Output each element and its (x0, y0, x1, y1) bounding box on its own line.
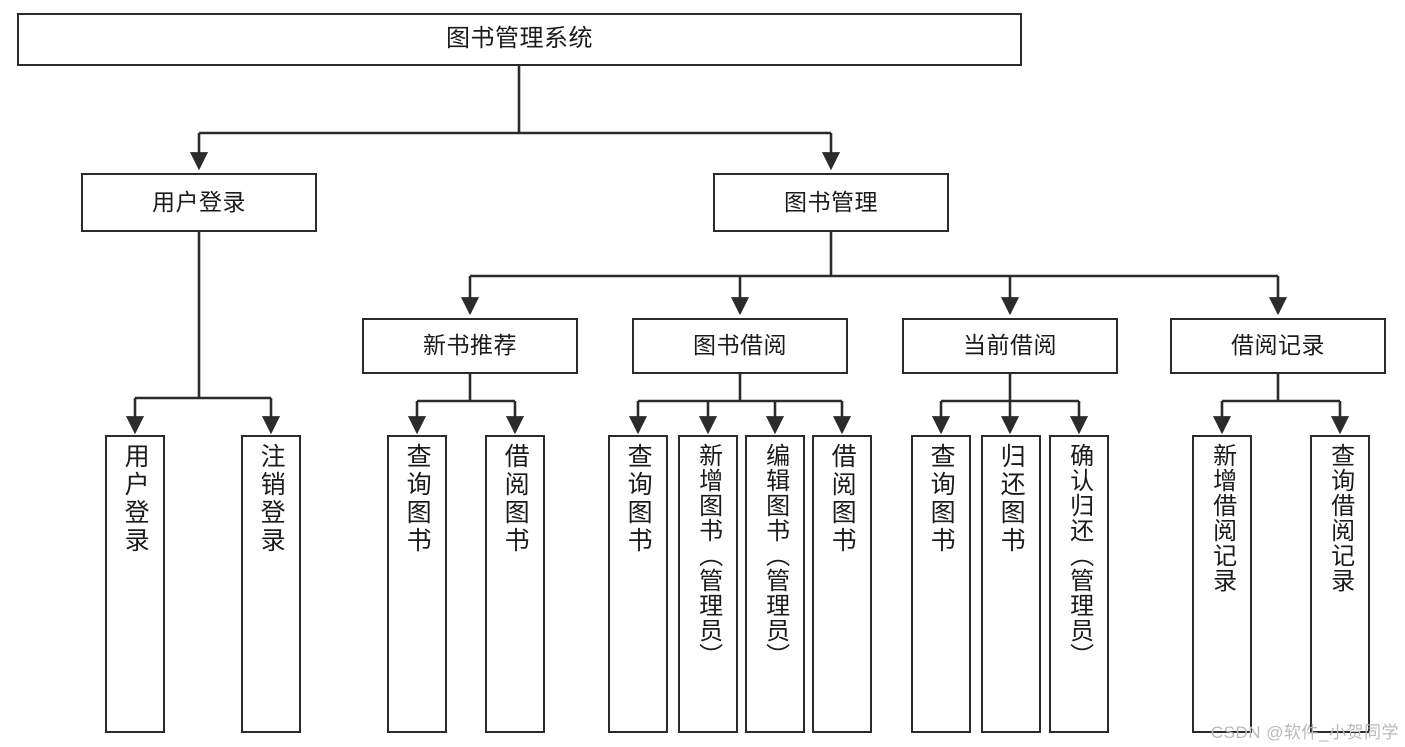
leaf-edit-book-admin[interactable]: 编辑图书（管理员） (745, 435, 805, 733)
node-label: 当前借阅 (963, 332, 1057, 359)
node-current-borrow[interactable]: 当前借阅 (902, 318, 1118, 374)
node-label: 新增借阅记录 (1208, 443, 1236, 593)
node-new-book-recommend[interactable]: 新书推荐 (362, 318, 578, 374)
node-label: 查询借阅记录 (1326, 443, 1354, 593)
node-label: 查询图书 (403, 443, 432, 555)
leaf-return-book[interactable]: 归还图书 (981, 435, 1041, 733)
node-borrow-records[interactable]: 借阅记录 (1170, 318, 1386, 374)
leaf-user-login[interactable]: 用户登录 (105, 435, 165, 733)
node-label: 图书借阅 (693, 332, 787, 359)
leaf-confirm-return-admin[interactable]: 确认归还（管理员） (1049, 435, 1109, 733)
node-label: 借阅图书 (828, 443, 857, 555)
leaf-borrow-book[interactable]: 借阅图书 (812, 435, 872, 733)
node-book-borrow[interactable]: 图书借阅 (632, 318, 848, 374)
leaf-query-book-current[interactable]: 查询图书 (911, 435, 971, 733)
node-label: 注销登录 (257, 443, 286, 555)
leaf-query-book-borrow[interactable]: 查询图书 (608, 435, 668, 733)
node-root-system[interactable]: 图书管理系统 (17, 13, 1022, 66)
node-book-management[interactable]: 图书管理 (713, 173, 949, 232)
leaf-query-book-newbook[interactable]: 查询图书 (387, 435, 447, 733)
node-label: 编辑图书（管理员） (761, 443, 789, 668)
node-label: 查询图书 (624, 443, 653, 555)
leaf-logout[interactable]: 注销登录 (241, 435, 301, 733)
watermark-text: CSDN @软件_小贺同学 (1210, 723, 1399, 742)
leaf-add-book-admin[interactable]: 新增图书（管理员） (678, 435, 738, 733)
node-label: 用户登录 (152, 188, 246, 215)
node-user-login[interactable]: 用户登录 (81, 173, 317, 232)
node-label: 新增图书（管理员） (694, 443, 722, 668)
node-label: 用户登录 (121, 443, 150, 555)
node-label: 图书管理 (784, 188, 878, 215)
node-label: 新书推荐 (423, 332, 517, 359)
node-label: 归还图书 (997, 443, 1026, 555)
leaf-query-borrow-record[interactable]: 查询借阅记录 (1310, 435, 1370, 733)
node-label: 查询图书 (927, 443, 956, 555)
leaf-borrow-book-newbook[interactable]: 借阅图书 (485, 435, 545, 733)
node-label: 借阅图书 (501, 443, 530, 555)
node-label: 确认归还（管理员） (1065, 443, 1093, 668)
node-label: 图书管理系统 (446, 25, 593, 53)
leaf-add-borrow-record[interactable]: 新增借阅记录 (1192, 435, 1252, 733)
node-label: 借阅记录 (1231, 332, 1325, 359)
